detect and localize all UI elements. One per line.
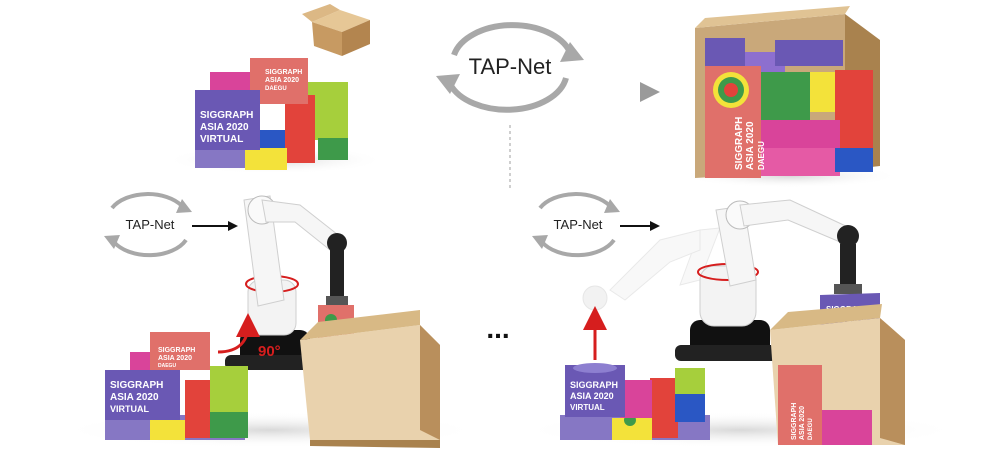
svg-text:ASIA 2020: ASIA 2020 bbox=[158, 355, 192, 362]
br-tap-net-cycle: TAP-Net bbox=[532, 192, 660, 258]
target-logo bbox=[713, 72, 749, 108]
svg-text:SIGGRAPH: SIGGRAPH bbox=[791, 403, 798, 440]
sequence-ellipsis: ... bbox=[486, 313, 509, 344]
top-tap-net-cycle: TAP-Net bbox=[436, 22, 584, 113]
bl-target-box bbox=[300, 310, 440, 448]
top-stack-brand-large: SIGGRAPH ASIA 2020 VIRTUAL bbox=[200, 110, 253, 145]
bl-source-stack: SIGGRAPH ASIA 2020 DAEGU SIGGRAPH ASIA 2… bbox=[105, 313, 281, 440]
packed-box-brand: SIGGRAPH ASIA 2020 DAEGU bbox=[734, 117, 766, 170]
svg-text:ASIA 2020: ASIA 2020 bbox=[265, 77, 299, 84]
bl-tap-net-cycle: TAP-Net bbox=[104, 192, 238, 258]
svg-text:VIRTUAL: VIRTUAL bbox=[110, 404, 149, 414]
top-initial-stack: SIGGRAPH ASIA 2020 DAEGU SIGGRAPH ASIA 2… bbox=[165, 4, 385, 174]
small-cardboard-box bbox=[302, 4, 370, 56]
svg-text:ASIA 2020: ASIA 2020 bbox=[799, 406, 806, 440]
svg-text:DAEGU: DAEGU bbox=[808, 418, 814, 440]
top-stack-brand-small: SIGGRAPH ASIA 2020 DAEGU bbox=[265, 69, 302, 92]
br-source-stack: SIGGRAPH ASIA 2020 VIRTUAL bbox=[560, 306, 710, 440]
svg-text:SIGGRAPH: SIGGRAPH bbox=[158, 347, 195, 354]
bl-robot-arm bbox=[225, 195, 348, 370]
br-robot-arm bbox=[675, 199, 862, 361]
svg-text:SIGGRAPH: SIGGRAPH bbox=[200, 110, 253, 121]
svg-text:VIRTUAL: VIRTUAL bbox=[200, 134, 243, 145]
svg-text:VIRTUAL: VIRTUAL bbox=[570, 403, 605, 412]
svg-text:TAP-Net: TAP-Net bbox=[126, 217, 175, 232]
svg-text:TAP-Net: TAP-Net bbox=[554, 217, 603, 232]
svg-text:SIGGRAPH: SIGGRAPH bbox=[570, 380, 618, 390]
svg-text:DAEGU: DAEGU bbox=[757, 141, 766, 170]
top-packed-box: SIGGRAPH ASIA 2020 DAEGU bbox=[680, 6, 900, 188]
svg-text:SIGGRAPH: SIGGRAPH bbox=[110, 380, 163, 391]
rotation-label: 90° bbox=[258, 343, 281, 360]
svg-text:DAEGU: DAEGU bbox=[265, 86, 287, 92]
svg-text:DAEGU: DAEGU bbox=[158, 363, 176, 369]
top-tap-net-label: TAP-Net bbox=[469, 54, 552, 79]
svg-text:SIGGRAPH: SIGGRAPH bbox=[265, 69, 302, 76]
svg-text:ASIA 2020: ASIA 2020 bbox=[745, 121, 756, 170]
svg-text:ASIA 2020: ASIA 2020 bbox=[570, 391, 614, 401]
svg-text:SIGGRAPH: SIGGRAPH bbox=[734, 117, 745, 170]
bottom-left-scene: TAP-Net SIGGRAPH ASIA 2020 DAEGU bbox=[60, 192, 480, 448]
svg-text:ASIA 2020: ASIA 2020 bbox=[200, 122, 249, 133]
svg-text:ASIA 2020: ASIA 2020 bbox=[110, 392, 159, 403]
top-transform-arrow bbox=[385, 82, 660, 190]
br-target-box: SIGGRAPH ASIA 2020 DAEGU bbox=[770, 304, 905, 445]
bottom-right-scene: TAP-Net SIGGRAPH ASIA 2020 bbox=[520, 192, 960, 448]
